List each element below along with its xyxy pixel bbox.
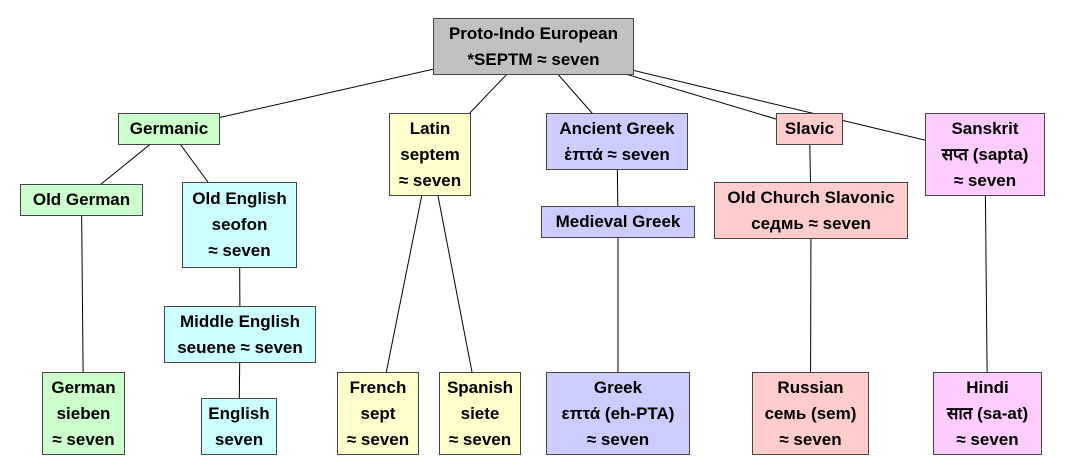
node-latin-line: septem <box>400 144 460 164</box>
node-ocslavonic-line: Old Church Slavonic <box>727 187 895 207</box>
node-english-line: English <box>208 403 270 423</box>
node-sanskrit-line: Sanskrit <box>951 118 1019 138</box>
node-english-line: seven <box>214 429 264 449</box>
node-oldenglish-line: ≈ seven <box>208 241 271 260</box>
node-greek-line: Greek <box>593 377 643 397</box>
edge-latin-spanish <box>429 154 481 414</box>
node-spanish-line: ≈ seven <box>448 429 512 449</box>
node-germanic: Germanic <box>118 113 220 145</box>
node-ancgreek: Ancient Greek ἑπτά ≈ seven <box>546 113 688 170</box>
node-spanish: Spanish siete ≈ seven <box>439 372 521 455</box>
node-russian-line: ≈ seven <box>779 429 842 449</box>
node-ancgreek-line: Ancient Greek <box>559 118 675 138</box>
node-hindi-line: Hindi <box>966 377 1009 397</box>
node-sanskrit: Sanskrit सप्त (sapta) ≈ seven <box>925 113 1045 196</box>
node-german-line: ≈ seven <box>52 429 115 449</box>
node-midenglish-line: Middle English <box>180 311 300 331</box>
node-ocslavonic: Old Church Slavonic седмь ≈ seven <box>714 182 908 239</box>
node-latin: Latin septem ≈ seven <box>389 113 471 196</box>
node-sanskrit-line: ≈ seven <box>953 170 1017 190</box>
node-english: English seven <box>201 398 277 455</box>
node-russian-line: Russian <box>777 377 844 397</box>
node-hindi-line: ≈ seven <box>956 429 1019 449</box>
node-greek-line: ≈ seven <box>586 429 650 449</box>
node-medgreek: Medieval Greek <box>541 206 695 238</box>
node-russian-line: семь (sem) <box>764 403 857 423</box>
node-oldenglish: Old English seofon ≈ seven <box>182 182 297 268</box>
node-germanic-line: Germanic <box>129 119 209 138</box>
node-slavic: Slavic <box>776 113 843 145</box>
node-spanish-line: Spanish <box>446 377 514 397</box>
node-ocslavonic-line: седмь ≈ seven <box>751 213 871 233</box>
node-oldenglish-line: seofon <box>211 215 268 234</box>
node-ancgreek-line: ἑπτά ≈ seven <box>564 144 670 164</box>
node-pie-line: *SEPTM ≈ seven <box>467 49 600 69</box>
node-french-line: sept <box>360 403 396 423</box>
node-german-line: German <box>51 377 116 397</box>
edge-sanskrit-hindi <box>984 154 988 414</box>
node-slavic-line: Slavic <box>784 119 835 138</box>
node-french-line: ≈ seven <box>346 429 410 449</box>
node-oldgerman: Old German <box>20 184 143 216</box>
node-hindi: Hindi सात (sa-at) ≈ seven <box>933 372 1042 455</box>
edge-latin-french <box>377 154 431 414</box>
node-russian: Russian семь (sem) ≈ seven <box>752 372 869 455</box>
node-french-line: French <box>349 377 407 397</box>
node-german-line: sieben <box>56 403 111 423</box>
node-midenglish-line: seuene ≈ seven <box>177 337 303 357</box>
node-pie: Proto-Indo European *SEPTM ≈ seven <box>433 18 634 75</box>
node-greek-line: επτά (eh-PTA) <box>561 403 675 423</box>
node-greek: Greek επτά (eh-PTA) ≈ seven <box>546 372 690 455</box>
node-hindi-line: सात (sa-at) <box>946 403 1029 423</box>
node-latin-line: ≈ seven <box>398 170 462 190</box>
node-german: German sieben ≈ seven <box>42 372 125 455</box>
node-oldgerman-line: Old German <box>32 190 131 209</box>
node-sanskrit-line: सप्त (sapta) <box>941 144 1029 164</box>
node-latin-line: Latin <box>409 118 451 138</box>
node-midenglish: Middle English seuene ≈ seven <box>164 306 316 363</box>
node-french: French sept ≈ seven <box>337 372 419 455</box>
node-oldenglish-line: Old English <box>192 189 287 208</box>
node-pie-line: Proto-Indo European <box>448 23 619 43</box>
node-medgreek-line: Medieval Greek <box>555 212 681 231</box>
node-spanish-line: siete <box>460 403 500 423</box>
